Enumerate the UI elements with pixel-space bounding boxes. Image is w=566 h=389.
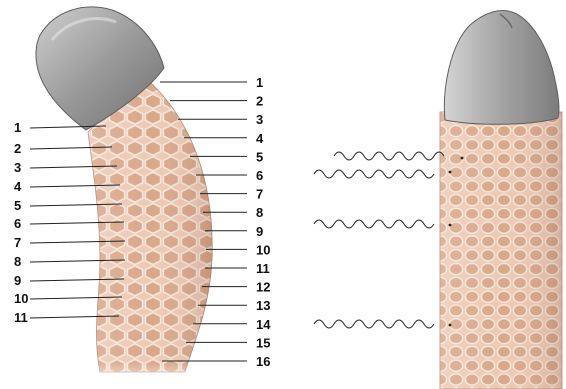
left-label: 10 [14,291,28,306]
right-label: 8 [256,205,263,220]
wavy-line [314,220,434,228]
wavy-line-dot [449,171,452,174]
left-figure [36,7,230,389]
right-label: 1 [256,75,263,90]
right-label: 4 [256,131,264,146]
left-label: 5 [14,198,21,213]
left-label: 7 [14,235,21,250]
right-label: 7 [256,187,263,202]
right-label: 12 [256,280,270,295]
wavy-line-dot [449,224,452,227]
right-label: 11 [256,261,270,276]
wavy-line [314,170,434,178]
wavy-line-dot [449,324,452,327]
right-label: 16 [256,354,270,369]
left-label: 8 [14,254,21,269]
left-label: 4 [14,179,22,194]
left-label: 6 [14,216,21,231]
left-label: 3 [14,160,21,175]
right-cap [444,11,559,125]
wavy-line-dot [461,157,464,160]
right-label: 5 [256,149,263,164]
wavy-line [314,320,434,328]
right-label: 6 [256,168,263,183]
left-label: 2 [14,141,21,156]
left-label: 1 [14,120,21,135]
right-label: 15 [256,335,270,350]
right-label: 10 [256,242,270,257]
left-label: 9 [14,273,21,288]
right-label: 13 [256,298,270,313]
left-label: 11 [14,310,28,325]
right-label: 9 [256,224,263,239]
right-label: 2 [256,94,263,109]
right-label: 14 [256,317,271,332]
right-figure [440,11,562,389]
right-label: 3 [256,112,263,127]
wavy-line [334,152,444,160]
